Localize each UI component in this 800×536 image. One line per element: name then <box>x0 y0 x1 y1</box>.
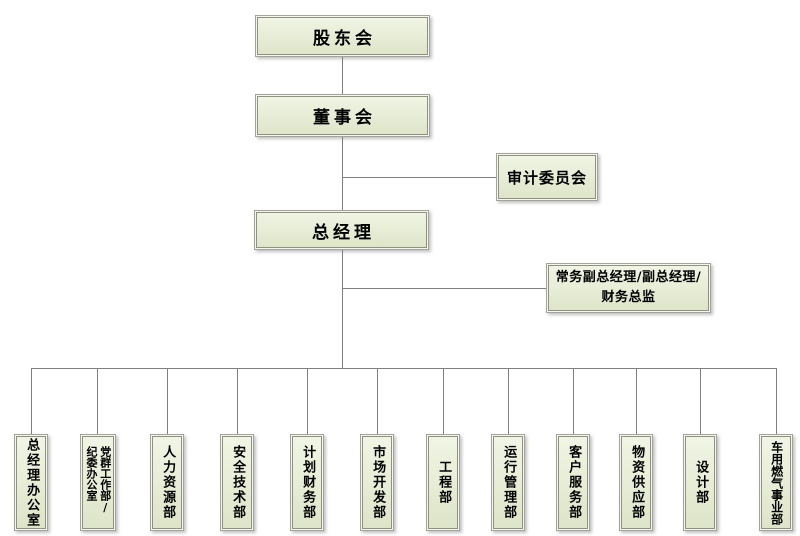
dept-gm-office: 总经理办公室 <box>14 434 48 531</box>
dept-party-discipline-office: 党群工作部/纪委办公室 <box>80 434 116 531</box>
node-general-manager: 总经理 <box>254 210 429 250</box>
connector-drop-7 <box>443 368 444 434</box>
connector-drop-1 <box>31 368 32 434</box>
connector-board-gm <box>342 137 343 210</box>
dept-human-resources: 人力资源部 <box>150 434 184 531</box>
node-audit-label: 审计委员会 <box>506 168 587 187</box>
connector-drop-6 <box>377 368 378 434</box>
dept-human-resources-label: 人力资源部 <box>160 445 176 520</box>
connector-branch-deputy <box>343 288 546 289</box>
node-board-of-directors: 董事会 <box>255 94 430 137</box>
node-audit-committee: 审计委员会 <box>496 153 598 201</box>
dept-safety-technology-label: 安全技术部 <box>230 445 246 520</box>
node-shareholders-meeting: 股东会 <box>255 15 430 57</box>
dept-operations-management-label: 运行管理部 <box>501 445 517 520</box>
dept-operations-management: 运行管理部 <box>491 434 525 531</box>
dept-design: 设计部 <box>683 434 717 531</box>
dept-market-development: 市场开发部 <box>360 434 394 531</box>
connector-gm-bus <box>342 250 343 368</box>
dept-engineering-label: 工程部 <box>436 460 452 505</box>
connector-drop-10 <box>636 368 637 434</box>
connector-branch-audit <box>343 177 496 178</box>
connector-drop-3 <box>167 368 168 434</box>
connector-drop-8 <box>508 368 509 434</box>
connector-drop-11 <box>700 368 701 434</box>
connector-department-bus <box>31 368 776 369</box>
connector-shareholders-board <box>342 56 343 94</box>
node-deputy-label-line2: 财务总监 <box>601 290 656 305</box>
dept-planning-finance-label: 计划财务部 <box>300 445 316 520</box>
dept-gm-office-label: 总经理办公室 <box>24 437 40 528</box>
dept-party-discipline-office-label: 党群工作部/纪委办公室 <box>85 445 112 514</box>
node-shareholders-label: 股东会 <box>313 28 376 49</box>
connector-drop-5 <box>307 368 308 434</box>
node-gm-label: 总经理 <box>312 222 375 243</box>
dept-safety-technology: 安全技术部 <box>220 434 254 531</box>
dept-planning-finance: 计划财务部 <box>290 434 324 531</box>
node-deputy-label-line1: 常务副总经理/副总经理/ <box>555 269 702 285</box>
dept-material-supply-label: 物资供应部 <box>629 445 645 520</box>
dept-material-supply: 物资供应部 <box>619 434 653 531</box>
dept-customer-service-label: 客户服务部 <box>566 445 582 520</box>
connector-drop-4 <box>237 368 238 434</box>
connector-drop-12 <box>776 368 777 434</box>
node-deputy-general-managers: 常务副总经理/副总经理/ 财务总监 <box>546 263 711 313</box>
dept-engineering: 工程部 <box>426 434 460 531</box>
connector-drop-9 <box>573 368 574 434</box>
node-board-label: 董事会 <box>313 108 376 128</box>
dept-design-label: 设计部 <box>693 460 709 505</box>
connector-drop-2 <box>97 368 98 434</box>
dept-vehicle-gas-division: 车用燃气事业部 <box>759 434 793 531</box>
dept-customer-service: 客户服务部 <box>556 434 590 531</box>
dept-market-development-label: 市场开发部 <box>370 445 386 520</box>
dept-vehicle-gas-division-label: 车用燃气事业部 <box>769 440 784 525</box>
